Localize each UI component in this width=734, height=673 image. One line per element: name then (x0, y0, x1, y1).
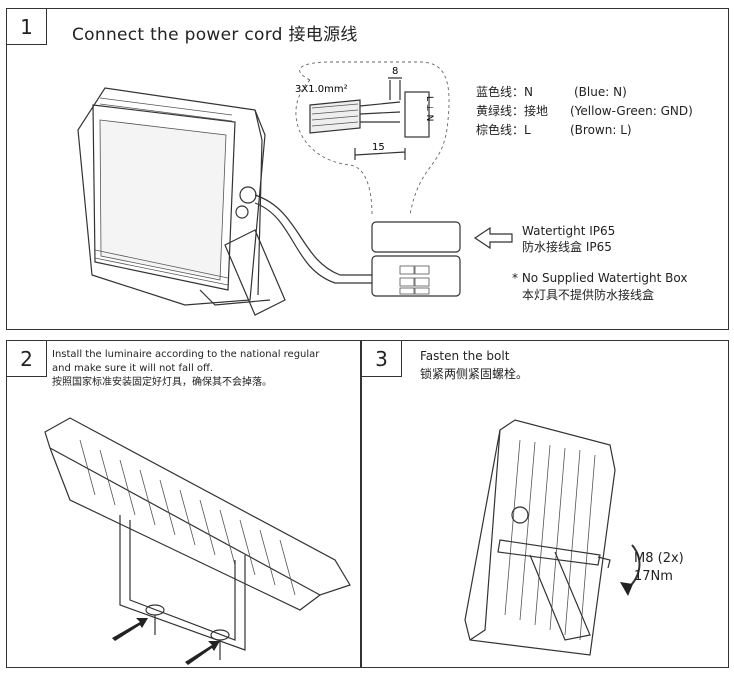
arrow-left-icon (473, 226, 513, 250)
step2-number: 2 (7, 341, 47, 377)
wire-yellow-green-cn: 黄绿线：接地 (476, 104, 549, 118)
wire-blue-cn: 蓝色线：N (476, 85, 533, 99)
box-label-cn: 防水接线盒 IP65 (522, 240, 612, 254)
floodlight-side-drawing (464, 419, 616, 656)
bolt-spec: M8 (2x) (634, 551, 684, 566)
terminal-labels: L ⊥ N (424, 96, 434, 121)
dim-strip-label: 8 (392, 66, 398, 77)
step3-line1: Fasten the bolt (420, 349, 510, 363)
note-en: * No Supplied Watertight Box (512, 271, 688, 285)
torque-value: 17Nm (634, 569, 673, 584)
wire-yellow-green-en: (Yellow-Green: GND) (570, 104, 693, 118)
step1-title: Connect the power cord 接电源线 (72, 25, 358, 45)
wire-blue-en: (Blue: N) (574, 85, 627, 99)
arrow-bolt-left-icon (112, 618, 148, 641)
note-cn: 本灯具不提供防水接线盒 (522, 288, 655, 302)
step2-line3: 按照国家标准安装固定好灯具，确保其不会掉落。 (52, 377, 272, 388)
step2-line1: Install the luminaire according to the n… (52, 349, 320, 360)
step3-number: 3 (362, 341, 402, 377)
step1-number: 1 (7, 9, 47, 45)
floodlight-front-drawing (77, 87, 372, 316)
wire-strip-detail (309, 77, 430, 160)
floodlight-back-drawing (44, 417, 351, 660)
step2-line2: and make sure it will not fall off. (52, 363, 214, 374)
step3-line2: 锁紧两侧紧固螺栓。 (420, 367, 529, 381)
arrow-bolt-right-icon (185, 641, 220, 665)
box-label-en: Watertight IP65 (522, 224, 616, 238)
wire-brown-cn: 棕色线：L (476, 123, 531, 137)
dim-sheath-label: 15 (372, 142, 385, 153)
junction-box-drawing (371, 221, 461, 297)
wire-brown-en: (Brown: L) (570, 123, 632, 137)
wire-spec-label: 3X1.0mm² (295, 84, 348, 95)
